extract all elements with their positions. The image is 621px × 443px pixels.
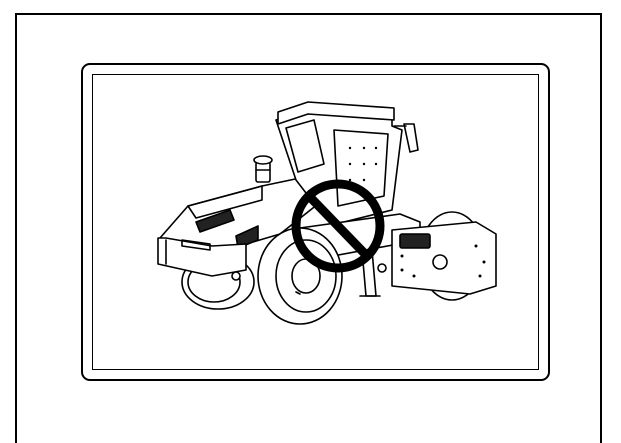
cab-window-rivets — [348, 146, 378, 182]
side-mirror — [403, 123, 419, 153]
drum-hub — [432, 254, 448, 270]
rear-bumper-label — [181, 239, 211, 251]
drum-plate-bolts — [400, 244, 486, 278]
exhaust-stack — [255, 161, 271, 183]
page-frame — [15, 13, 602, 443]
cab-front-window — [285, 119, 325, 173]
illustration — [157, 101, 497, 325]
hitch-pin — [231, 271, 241, 281]
exhaust-cap — [253, 155, 273, 165]
step-pivot — [377, 263, 387, 273]
prohibition-icon — [291, 179, 385, 273]
valve-stem — [295, 291, 301, 295]
front-wheel-rim — [275, 239, 337, 313]
hood-grille — [195, 209, 235, 233]
rear-bumper — [157, 237, 247, 277]
hood-top-panel — [187, 185, 263, 219]
cab-roof — [277, 101, 395, 125]
illustration-inner-frame — [92, 74, 539, 370]
drum-motor — [399, 233, 431, 249]
